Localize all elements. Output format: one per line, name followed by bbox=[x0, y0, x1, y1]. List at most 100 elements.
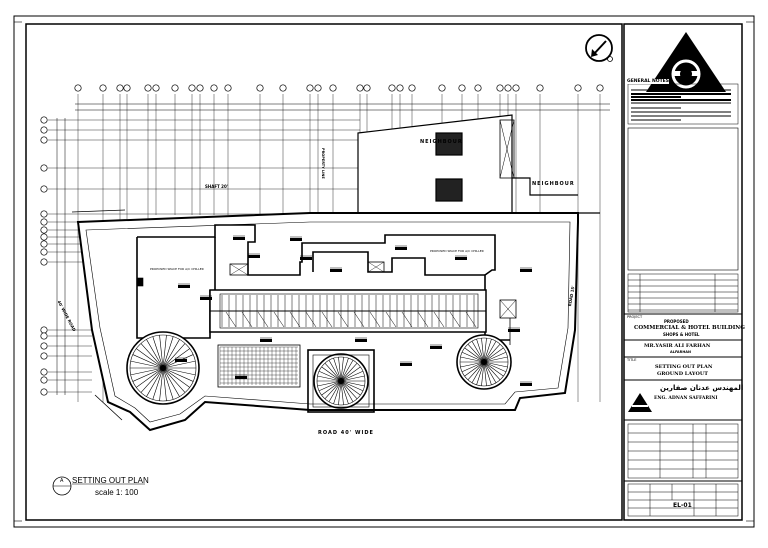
tag-mark bbox=[260, 339, 272, 342]
center-stair-frame-inner bbox=[312, 354, 370, 408]
grid-bubble-left bbox=[40, 185, 48, 193]
stair-newel bbox=[338, 378, 344, 384]
drawing-number: EL-01 bbox=[673, 502, 692, 509]
stair-tread bbox=[159, 367, 164, 401]
stair-tread bbox=[483, 361, 497, 383]
dimension-strings-left bbox=[56, 118, 66, 395]
project-line2: COMMERCIAL & HOTEL BUILDING bbox=[634, 325, 745, 331]
hatch-line bbox=[305, 311, 317, 328]
grid-bubble-top bbox=[574, 84, 582, 92]
stair-tread bbox=[132, 354, 164, 369]
grid-bubble-left bbox=[40, 352, 48, 360]
hatch-line bbox=[257, 311, 269, 328]
stair-tread bbox=[146, 367, 164, 397]
stair-tread bbox=[340, 380, 361, 396]
stair-tread bbox=[338, 357, 342, 382]
stair-tread bbox=[324, 380, 342, 400]
drawing-caption-title: SETTING OUT PLAN bbox=[72, 476, 149, 485]
grid-bubble-left bbox=[40, 388, 48, 396]
grid-bubble-top bbox=[256, 84, 264, 92]
stair-tread bbox=[483, 361, 501, 381]
stair-tread bbox=[340, 358, 349, 382]
spiral-stair-center bbox=[313, 353, 369, 409]
tag-mark bbox=[508, 329, 520, 332]
grid-bubble-top bbox=[74, 84, 82, 92]
stair-tread bbox=[162, 367, 180, 397]
stair-tread bbox=[159, 335, 164, 369]
stair-tread bbox=[162, 360, 196, 369]
stair-tread bbox=[483, 347, 504, 363]
stair-tread bbox=[476, 361, 485, 385]
tag-mark bbox=[235, 376, 247, 379]
stair-tread bbox=[483, 339, 492, 363]
stair-tread bbox=[340, 375, 365, 382]
caption-symbol-letter: A bbox=[60, 478, 64, 484]
grid-bubble-top bbox=[279, 84, 287, 92]
stair-tread bbox=[140, 367, 164, 393]
stair-tread bbox=[471, 361, 485, 383]
hatch-line bbox=[417, 311, 429, 328]
hatch-line bbox=[289, 311, 301, 328]
grid-bubble-top bbox=[188, 84, 196, 92]
hatch-line bbox=[369, 311, 381, 328]
stair-tread bbox=[162, 367, 196, 376]
hatched-floor-block bbox=[217, 344, 301, 388]
drawing-info-table bbox=[627, 483, 739, 517]
project-line3: SHOPS & HOTEL bbox=[663, 332, 700, 337]
grid-bubble-top bbox=[210, 84, 218, 92]
stair-tread bbox=[483, 361, 504, 377]
neighbour-building bbox=[357, 114, 600, 214]
tag-mark bbox=[330, 269, 342, 272]
grid-bubble-top bbox=[363, 84, 371, 92]
project-line1: PROPOSED bbox=[664, 319, 689, 324]
stair-tread bbox=[460, 356, 485, 363]
stair-tread bbox=[162, 367, 190, 388]
stair-tread bbox=[340, 380, 349, 404]
stair-tread bbox=[481, 361, 485, 386]
revision-table bbox=[627, 273, 739, 313]
grid-bubble-top bbox=[504, 84, 512, 92]
hatch-line bbox=[321, 311, 333, 328]
label-shaft: SHAFT 20' bbox=[205, 184, 228, 189]
drawing-caption-scale: scale 1: 100 bbox=[95, 488, 139, 497]
grid-bubble-left bbox=[40, 326, 48, 334]
signature-table bbox=[627, 423, 739, 479]
title-label: TITLE bbox=[627, 358, 637, 362]
grid-bubble-left bbox=[40, 342, 48, 350]
grid-bubble-left bbox=[40, 233, 48, 241]
stair-tread bbox=[340, 380, 364, 392]
stair-tread bbox=[162, 335, 167, 369]
stair-tread bbox=[317, 380, 342, 387]
label-neighbour-top: NEIGHBOUR bbox=[420, 139, 463, 145]
hatch-line bbox=[337, 311, 349, 328]
stair-tread bbox=[162, 367, 174, 400]
grid-bubbles-top bbox=[74, 84, 604, 92]
tag-mark bbox=[395, 247, 407, 250]
hatch-line bbox=[449, 311, 461, 328]
grid-bubble-left bbox=[40, 126, 48, 134]
stair-tread bbox=[483, 361, 492, 385]
outer-border bbox=[13, 15, 755, 528]
caption-symbol bbox=[52, 476, 145, 496]
grid-bubble-left bbox=[40, 218, 48, 226]
label-neighbour-right: NEIGHBOUR bbox=[532, 181, 575, 187]
grid-bubble-top bbox=[144, 84, 152, 92]
stair-newel bbox=[481, 359, 487, 365]
grid-bubble-top bbox=[224, 84, 232, 92]
tag-mark bbox=[455, 257, 467, 260]
notes-empty-box bbox=[627, 127, 739, 271]
north-arrow-icon bbox=[585, 34, 613, 62]
stair-tread bbox=[132, 367, 164, 382]
stair-tread bbox=[483, 361, 487, 386]
grid-bubble-left bbox=[40, 248, 48, 256]
label-property-line: PROPERTY LINE bbox=[321, 148, 325, 179]
tag-mark bbox=[200, 297, 212, 300]
stair-tread bbox=[146, 339, 164, 369]
grid-bubble-left bbox=[40, 210, 48, 218]
grid-bubble-top bbox=[171, 84, 179, 92]
company-logo bbox=[646, 32, 726, 92]
grid-bubble-top bbox=[196, 84, 204, 92]
stair-newel bbox=[160, 365, 166, 371]
stair-tread bbox=[136, 367, 164, 388]
